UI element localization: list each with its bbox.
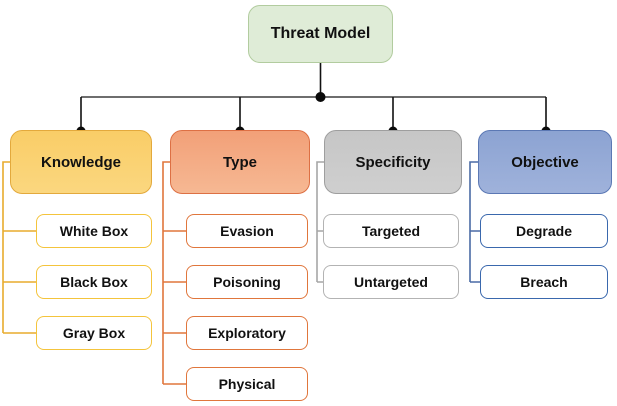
node-black-box: Black Box bbox=[36, 265, 152, 299]
specificity-connector bbox=[316, 161, 324, 283]
node-physical: Physical bbox=[186, 367, 308, 401]
node-white-box: White Box bbox=[36, 214, 152, 248]
node-poisoning: Poisoning bbox=[186, 265, 308, 299]
node-degrade: Degrade bbox=[480, 214, 608, 248]
node-gray-box: Gray Box bbox=[36, 316, 152, 350]
node-objective: Objective bbox=[478, 130, 612, 194]
type-connector bbox=[162, 161, 186, 385]
node-threat-model: Threat Model bbox=[248, 5, 393, 63]
branch-drop-lines bbox=[80, 97, 547, 132]
knowledge-connector bbox=[2, 161, 36, 334]
objective-connector bbox=[469, 161, 480, 283]
node-exploratory: Exploratory bbox=[186, 316, 308, 350]
node-targeted: Targeted bbox=[323, 214, 459, 248]
node-specificity: Specificity bbox=[324, 130, 462, 194]
node-evasion: Evasion bbox=[186, 214, 308, 248]
junction-dot bbox=[315, 92, 326, 102]
node-breach: Breach bbox=[480, 265, 608, 299]
node-untargeted: Untargeted bbox=[323, 265, 459, 299]
node-type: Type bbox=[170, 130, 310, 194]
node-knowledge: Knowledge bbox=[10, 130, 152, 194]
